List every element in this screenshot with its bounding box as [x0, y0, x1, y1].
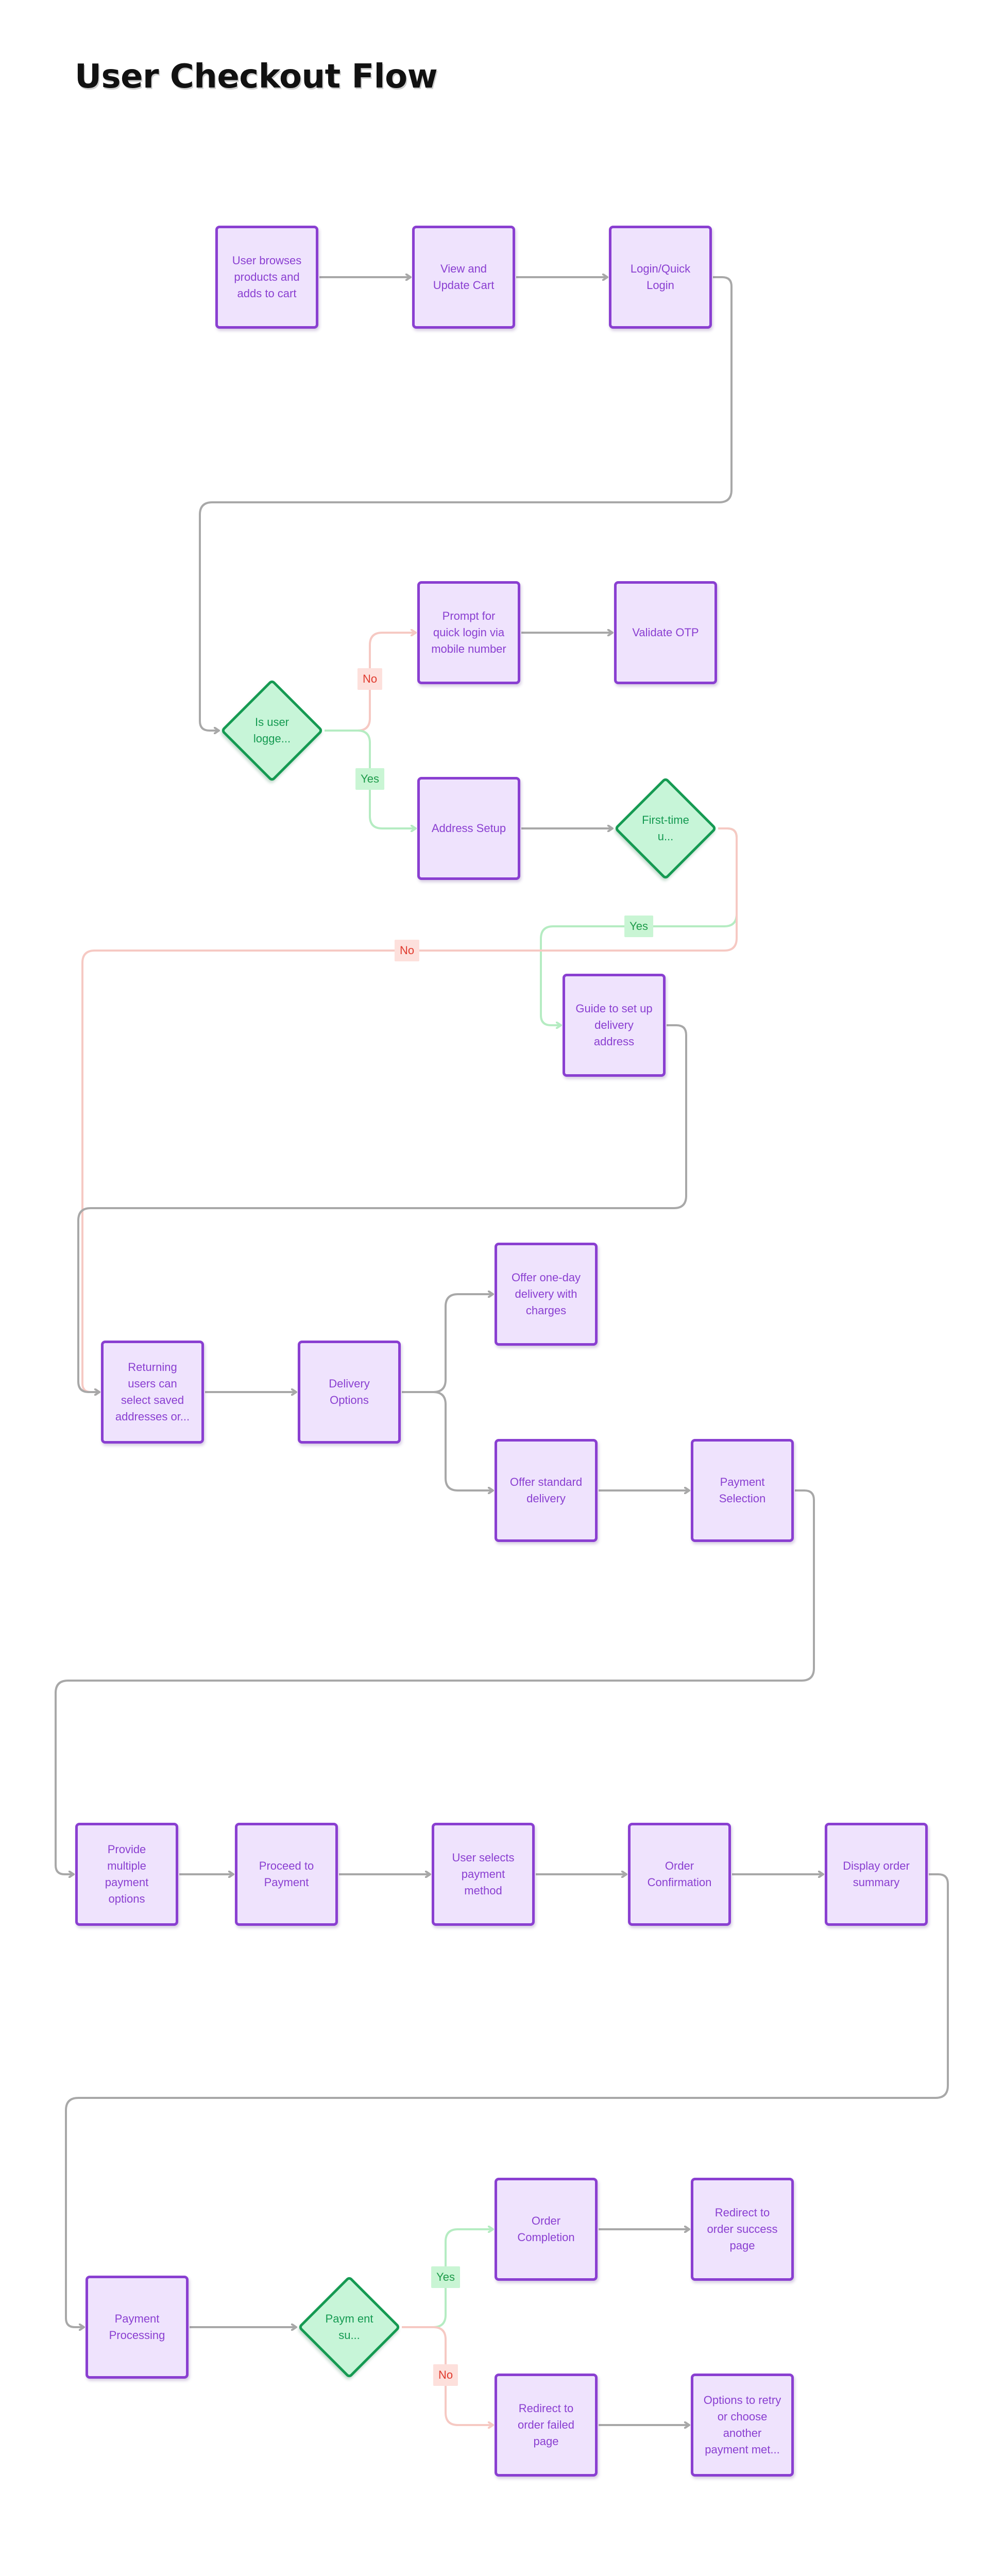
node-label: Payment Processing [109, 2312, 165, 2342]
node-label: Returning users can select saved address… [115, 1361, 190, 1423]
node-label: Is user logge... [253, 716, 291, 745]
edge-label-yes: Yes [624, 916, 653, 937]
node-proceed-pay[interactable]: Proceed to Payment [235, 1823, 338, 1926]
edge-delivery_opts-to-one_day [402, 1294, 493, 1393]
node-label: Prompt for quick login via mobile number [431, 609, 506, 655]
node-label: Address Setup [431, 822, 506, 835]
node-pay-select[interactable]: Payment Selection [691, 1439, 794, 1542]
node-order-confirm[interactable]: Order Confirmation [628, 1823, 731, 1926]
node-browse[interactable]: User browses products and adds to cart [215, 226, 318, 329]
node-label: Display order summary [843, 1859, 910, 1889]
node-label: User selects payment method [452, 1851, 515, 1897]
edge-guide_address-to-returning [77, 1024, 687, 1392]
node-label: Paym ent su... [325, 2312, 373, 2342]
node-one-day[interactable]: Offer one-day delivery with charges [495, 1243, 598, 1346]
node-label: First-time u... [642, 814, 689, 843]
node-login[interactable]: Login/Quick Login [609, 226, 712, 329]
node-prompt-login[interactable]: Prompt for quick login via mobile number [417, 581, 520, 684]
edge-label-no: No [433, 2364, 458, 2386]
node-user-selects[interactable]: User selects payment method [432, 1823, 535, 1926]
edge-first_time-to-returning [81, 827, 738, 1392]
node-label: Redirect to order success page [707, 2206, 778, 2252]
node-redirect-success[interactable]: Redirect to order success page [691, 2178, 794, 2281]
edge-label-yes: Yes [355, 768, 384, 790]
node-redirect-failed[interactable]: Redirect to order failed page [495, 2374, 598, 2477]
decision-first-time[interactable]: First-time u... [614, 776, 718, 880]
node-display-summary[interactable]: Display order summary [825, 1823, 928, 1926]
node-label: Offer standard delivery [509, 1476, 583, 1505]
node-address-setup[interactable]: Address Setup [417, 777, 520, 880]
node-label: Guide to set up delivery address [575, 1002, 653, 1048]
decision-pay-success[interactable]: Paym ent su... [297, 2275, 401, 2379]
node-label: Order Completion [517, 2214, 575, 2244]
node-label: Login/Quick Login [630, 262, 691, 292]
node-label: Payment Selection [719, 1476, 766, 1505]
node-delivery-opts[interactable]: Delivery Options [298, 1341, 401, 1444]
node-label: Redirect to order failed page [517, 2402, 575, 2448]
decision-is-logged[interactable]: Is user logge... [220, 679, 324, 783]
edge-label-yes: Yes [431, 2266, 460, 2288]
edge-pay_select-to-multi_pay [55, 1489, 815, 1874]
node-multi-pay[interactable]: Provide multiple payment options [75, 1823, 178, 1926]
edge-display_summary-to-pay_processing [65, 1873, 949, 2327]
node-guide-address[interactable]: Guide to set up delivery address [563, 974, 666, 1077]
node-label: Delivery Options [329, 1377, 370, 1406]
edge-delivery_opts-to-standard [402, 1391, 493, 1490]
edge-label-no: No [357, 668, 383, 690]
node-label: Order Confirmation [647, 1859, 712, 1889]
node-standard[interactable]: Offer standard delivery [495, 1439, 598, 1542]
node-label: User browses products and adds to cart [232, 254, 302, 300]
node-order-complete[interactable]: Order Completion [495, 2178, 598, 2281]
node-returning[interactable]: Returning users can select saved address… [101, 1341, 204, 1444]
node-label: Proceed to Payment [259, 1859, 314, 1889]
node-label: View and Update Cart [433, 262, 495, 292]
node-label: Validate OTP [632, 626, 699, 639]
node-label: Offer one-day delivery with charges [511, 1271, 581, 1317]
node-label: Provide multiple payment options [105, 1843, 149, 1905]
node-cart[interactable]: View and Update Cart [412, 226, 515, 329]
node-validate-otp[interactable]: Validate OTP [614, 581, 717, 684]
page-title: User Checkout Flow [75, 58, 438, 96]
edge-login-to-is_logged [199, 276, 733, 731]
node-label: Options to retry or choose another payme… [703, 2394, 781, 2456]
edge-label-no: No [394, 940, 420, 961]
node-retry[interactable]: Options to retry or choose another payme… [691, 2374, 794, 2477]
node-pay-processing[interactable]: Payment Processing [86, 2276, 189, 2379]
